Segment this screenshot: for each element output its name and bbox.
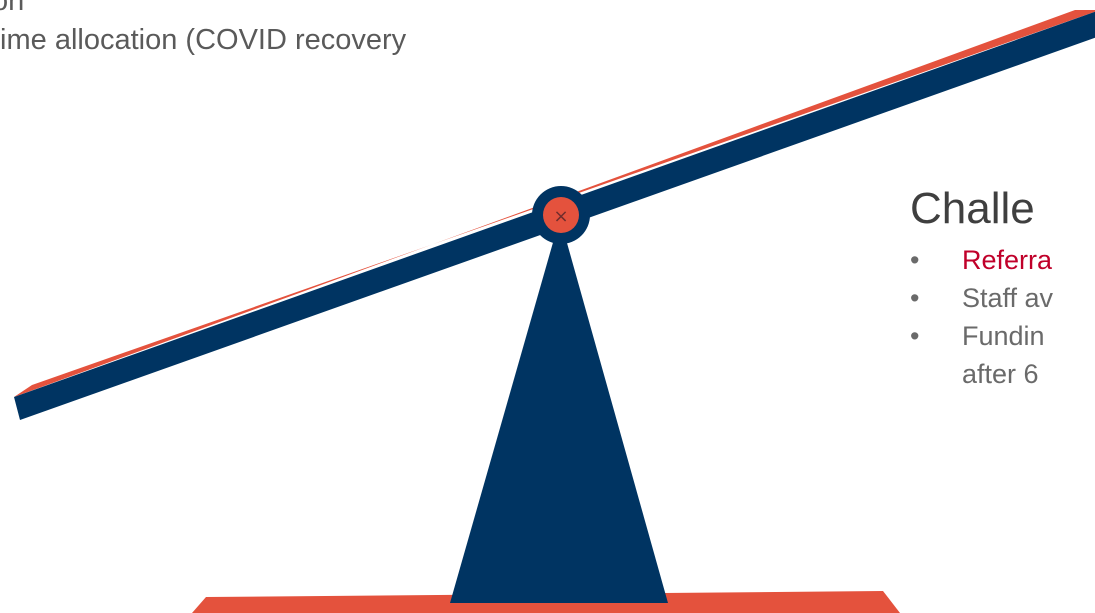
challenge-item-staff: Staff av [910, 279, 1095, 317]
challenges-title: Challe [910, 184, 1035, 233]
seesaw-board-top-face [14, 10, 1095, 397]
pivot-center [543, 197, 579, 233]
left-text-block: on time allocation (COVID recovery [0, 0, 406, 60]
left-text-line-2: time allocation (COVID recovery [0, 24, 407, 56]
seesaw-fulcrum [450, 218, 668, 603]
left-text-line-1: on [0, 0, 25, 17]
challenge-item-label: Staff av [962, 283, 1054, 313]
challenge-item-label: Referra [962, 245, 1053, 275]
challenge-item-funding: Fundin after 6 [910, 317, 1095, 393]
challenges-list: Referra Staff av Fundin after 6 [910, 241, 1095, 393]
challenges-panel: Challe Referra Staff av Fundin after 6 [910, 183, 1095, 393]
pivot-x-icon: × [553, 206, 568, 227]
challenge-item-referral: Referra [910, 241, 1095, 279]
challenge-item-label: Fundin [962, 321, 1045, 351]
challenge-item-continuation: after 6 [962, 359, 1039, 389]
